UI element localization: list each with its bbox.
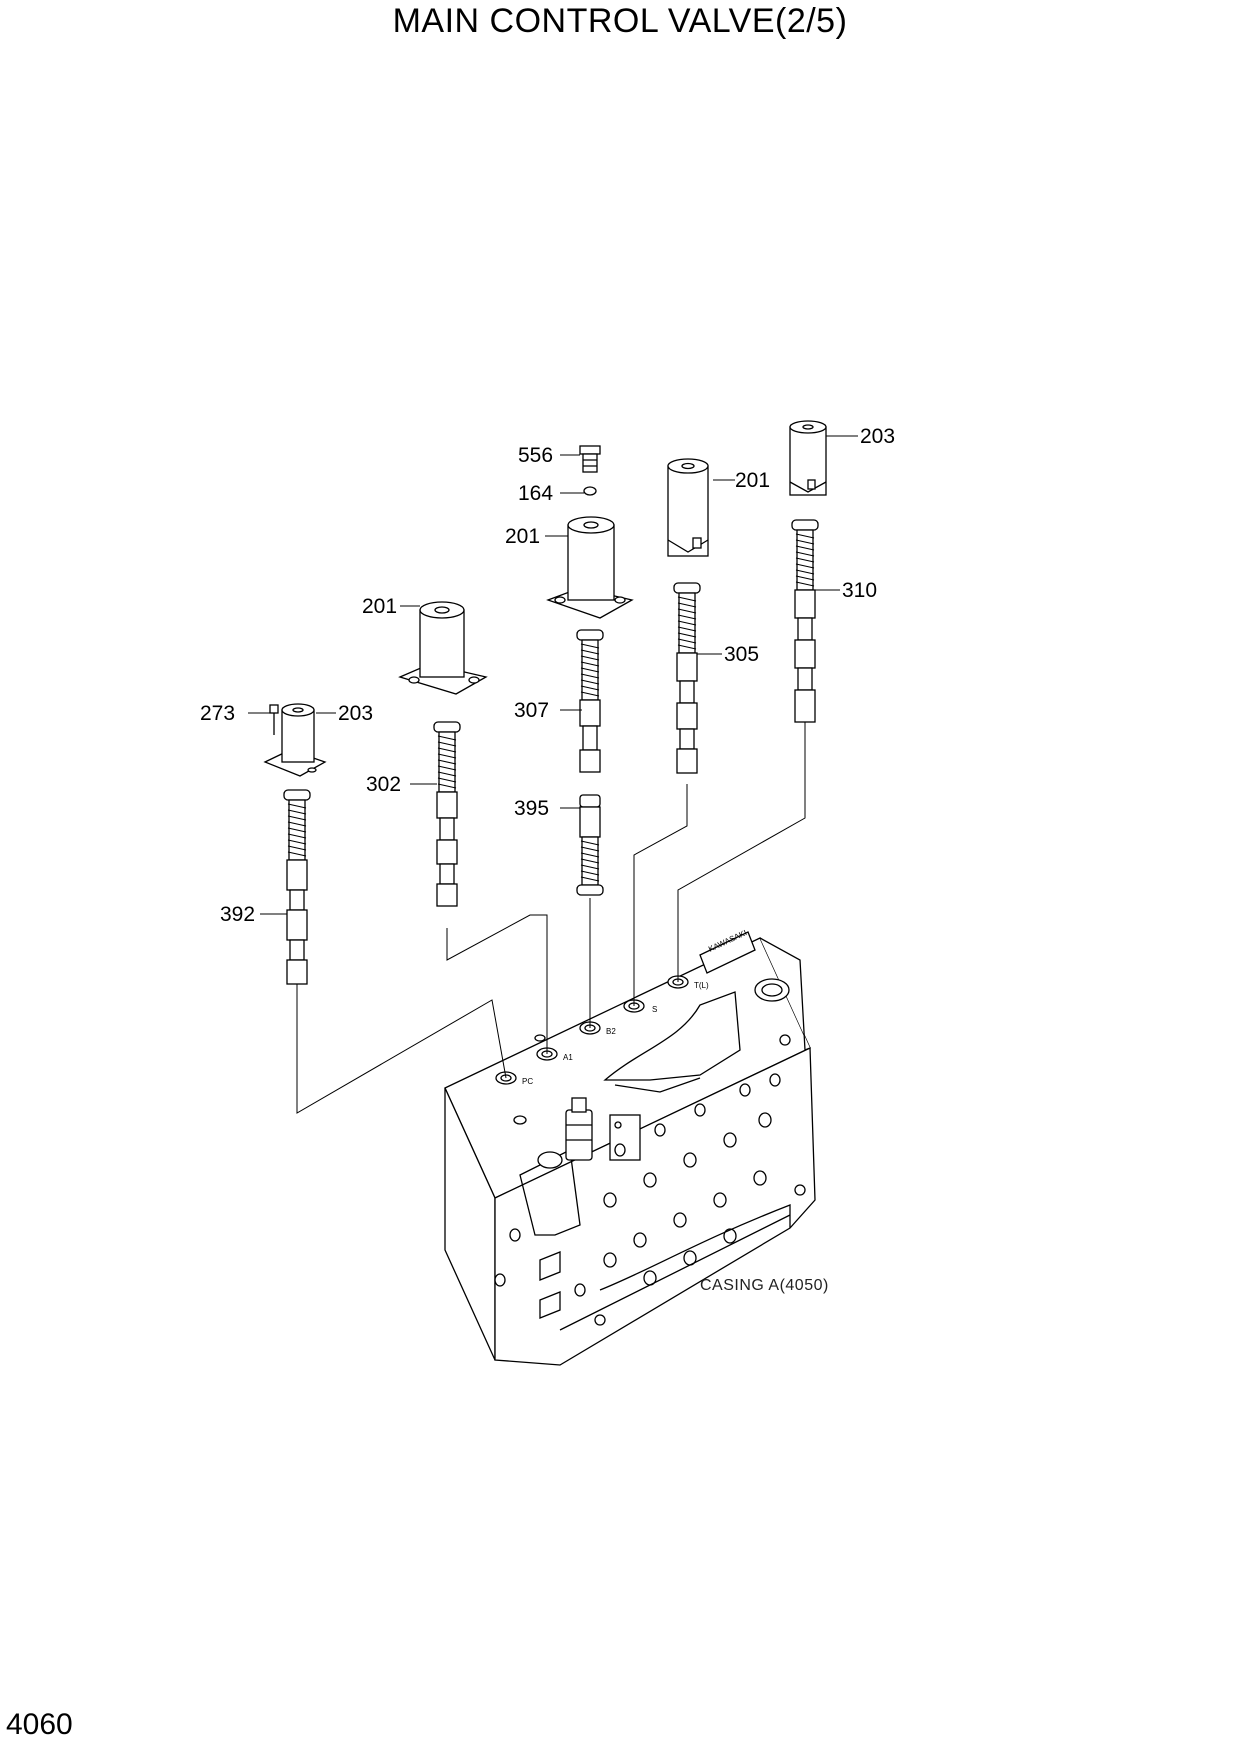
label-305: 305: [724, 643, 759, 666]
cap-203-top: [789, 420, 827, 496]
spool-392: [283, 789, 311, 985]
spool-395: [576, 794, 604, 896]
casing-label: CASING A(4050): [700, 1277, 829, 1294]
part-leaders: [248, 435, 858, 915]
spool-302: [433, 721, 461, 907]
port-label-a1: A1: [563, 1053, 573, 1062]
cap-203-left: [263, 703, 327, 777]
label-302: 302: [366, 773, 401, 796]
label-395: 395: [514, 797, 549, 820]
port-label-b2: B2: [606, 1027, 616, 1036]
cap-201-upper: [667, 458, 709, 557]
port-label-tl: T(L): [694, 981, 709, 990]
cap-201-left: [398, 601, 488, 695]
label-201-left: 201: [362, 595, 397, 618]
label-307: 307: [514, 699, 549, 722]
casing-holes: [494, 1034, 806, 1326]
label-392: 392: [220, 903, 255, 926]
bolt-273: [269, 704, 279, 735]
label-201-upper: 201: [735, 469, 770, 492]
casing-a: KAWASAKI PC A1 B2 S T(L): [444, 928, 816, 1366]
label-556: 556: [518, 444, 553, 467]
label-201-center: 201: [505, 525, 540, 548]
port-label-s: S: [652, 1005, 657, 1014]
label-203-top: 203: [860, 425, 895, 448]
label-273: 273: [200, 702, 235, 725]
label-310: 310: [842, 579, 877, 602]
oring-164: [583, 486, 597, 496]
page-number: 4060: [6, 1708, 73, 1741]
routing-lines: [296, 722, 806, 1114]
port-label-pc: PC: [522, 1077, 533, 1086]
spool-307: [576, 629, 604, 773]
cap-201-center: [546, 516, 634, 619]
plug-556: [579, 445, 601, 473]
label-164: 164: [518, 482, 553, 505]
label-203-left: 203: [338, 702, 373, 725]
spool-310: [791, 519, 819, 723]
spool-305: [673, 582, 701, 774]
page-title: MAIN CONTROL VALVE(2/5): [392, 2, 848, 40]
